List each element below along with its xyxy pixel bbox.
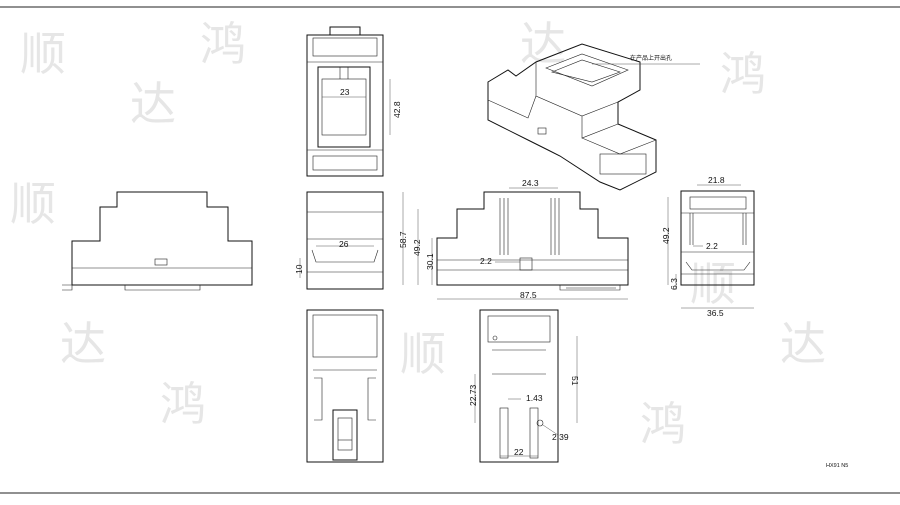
dim-end-foot: 6.3 [669, 278, 679, 290]
dim-end-height: 49.2 [661, 227, 671, 244]
dim-front-length: 87.5 [520, 290, 537, 300]
svg-text:鸿: 鸿 [640, 397, 686, 451]
svg-text:鸿: 鸿 [160, 377, 206, 431]
dim-front-top-width: 24.3 [522, 178, 539, 188]
svg-text:顺: 顺 [20, 27, 66, 81]
svg-text:鸿: 鸿 [200, 17, 246, 71]
dim-bottom-left-height: 22.73 [468, 384, 478, 406]
side-profile-view [62, 191, 253, 291]
dim-end-width: 36.5 [707, 308, 724, 318]
dim-end-slot: 2.2 [706, 241, 718, 251]
dim-bottom-width: 22 [514, 447, 524, 457]
svg-text:顺: 顺 [400, 327, 446, 381]
svg-text:鸿: 鸿 [720, 47, 766, 101]
dim-side-small-height: 10 [294, 264, 304, 274]
svg-text:达: 达 [780, 317, 826, 371]
isometric-view: 在产品上开出孔 [487, 43, 700, 191]
footer-code: HX91 N5 [826, 463, 848, 469]
dim-bottom-gap: 1.43 [526, 393, 543, 403]
svg-text:顺: 顺 [10, 177, 56, 231]
dim-side-small-width: 26 [339, 239, 349, 249]
dim-bottom-height: 51 [570, 376, 580, 386]
svg-text:达: 达 [60, 317, 106, 371]
svg-text:达: 达 [520, 17, 566, 71]
dim-front-height-mid: 49.2 [412, 239, 422, 256]
callout-note: 在产品上开出孔 [630, 54, 672, 62]
underside-view-middle: 51 22.73 1.43 2.39 22 [468, 309, 580, 463]
watermark: 顺 达 鸿 顺 达 鸿 顺 达 鸿 顺 达 鸿 [10, 17, 826, 451]
svg-text:顺: 顺 [690, 257, 736, 311]
end-view: 21.8 49.2 2.2 6.3 36.5 [661, 175, 755, 318]
dim-front-height-total: 58.7 [398, 231, 408, 248]
top-view: 23 42.8 [306, 26, 402, 177]
dim-front-height-low: 30.1 [425, 253, 435, 270]
side-small-view: 26 10 [294, 191, 384, 290]
dim-top-inner-height: 42.8 [392, 101, 402, 118]
dim-end-top-width: 21.8 [708, 175, 725, 185]
underside-view-left [306, 309, 384, 463]
front-elevation-view: 24.3 58.7 49.2 30.1 2.2 87.5 [398, 178, 629, 300]
dim-bottom-hole: 2.39 [552, 432, 569, 442]
dim-front-slot: 2.2 [480, 256, 492, 266]
dim-top-inner-width: 23 [340, 87, 350, 97]
svg-text:达: 达 [130, 77, 176, 131]
